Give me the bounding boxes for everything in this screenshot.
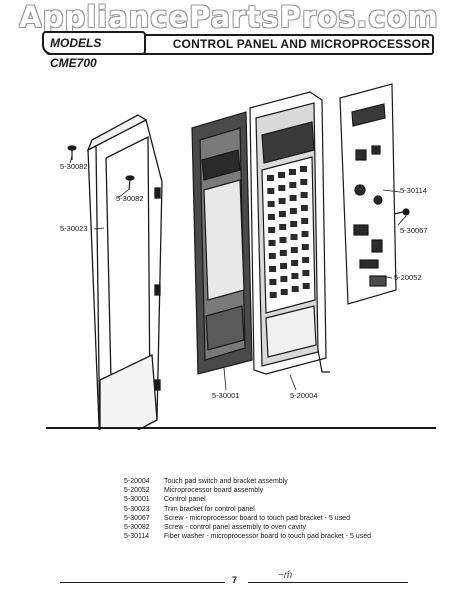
legend-row: 5-30023 Trim bracket for control panel	[124, 505, 371, 514]
keypad-key	[279, 237, 287, 243]
keypad-key	[267, 175, 274, 181]
keypad-key	[300, 192, 308, 198]
keypad-key	[268, 253, 276, 259]
keypad-key	[302, 270, 310, 276]
legend-desc: Trim bracket for control panel	[164, 505, 255, 513]
keypad-key	[280, 276, 288, 282]
keypad-key	[289, 208, 297, 214]
trim-bracket	[86, 114, 163, 430]
keypad-key	[267, 188, 275, 194]
microprocessor-board	[339, 83, 397, 305]
board-screw-icon	[393, 208, 410, 216]
page-number: 7	[232, 575, 238, 585]
callout-5-20004: 5-20004	[290, 391, 318, 400]
keypad-key	[289, 182, 297, 188]
legend-row: 5-20052 Microprocessor board assembly	[124, 486, 371, 495]
keypad-key	[300, 179, 308, 185]
keypad-key	[289, 169, 296, 175]
touchpad-assembly	[249, 91, 330, 375]
keypad-grid	[267, 166, 310, 298]
callout-5-30023: 5-30023	[60, 224, 88, 233]
keypad-key	[301, 244, 309, 250]
control-panel	[191, 111, 253, 375]
signature: ~ḿ	[278, 570, 293, 581]
legend-part: 5-30023	[124, 505, 150, 513]
keypad-key	[300, 205, 308, 211]
keypad-key	[301, 231, 309, 237]
exploded-diagram	[67, 83, 410, 430]
keypad-key	[291, 260, 299, 266]
keypad-key	[269, 279, 277, 285]
keypad-key	[291, 286, 299, 292]
legend-desc: Control panel	[164, 496, 206, 504]
callout-5-30082-mid: 5-30082	[116, 194, 144, 203]
legend-desc: Screw - control panel assembly to oven c…	[164, 524, 307, 532]
legend-row: 5-20004 Touch pad switch and bracket asse…	[124, 477, 371, 486]
keypad-key	[269, 266, 277, 272]
legend-part: 5-30001	[124, 496, 150, 504]
keypad-key	[280, 289, 288, 295]
callout-5-20052: 5-20052	[394, 273, 422, 282]
callout-5-30067: 5-30067	[400, 226, 428, 235]
legend-part: 5-20052	[124, 487, 150, 495]
parts-legend: 5-20004 Touch pad switch and bracket asse…	[124, 477, 371, 541]
legend-row: 5-30082 Screw - control panel assembly to…	[124, 523, 371, 532]
keypad-key	[278, 185, 286, 191]
keypad-key	[268, 227, 276, 233]
leader-lines	[69, 155, 407, 391]
keypad-key	[278, 198, 286, 204]
keypad-key	[290, 221, 298, 227]
keypad-key	[278, 172, 285, 178]
keypad-key	[267, 201, 275, 207]
keypad-key	[267, 214, 275, 220]
keypad-key	[289, 195, 297, 201]
legend-part: 5-30082	[124, 524, 150, 532]
screw-top-icon	[67, 145, 77, 160]
watermark: AppliancePartsPros.com	[19, 0, 439, 34]
models-label: MODELS CME700	[42, 31, 146, 70]
section-title: CONTROL PANEL AND MICROPROCESSOR	[172, 37, 430, 51]
keypad-key	[279, 224, 287, 230]
footer-rule-left	[60, 582, 225, 583]
keypad-key	[290, 247, 298, 253]
screw-mid-icon	[125, 175, 135, 191]
keypad-key	[301, 218, 309, 224]
legend-desc: Touch pad switch and bracket assembly	[164, 478, 288, 485]
legend-row: 5-30067 Screw - microprocessor board to t…	[124, 514, 371, 523]
callout-5-30114: 5-30114	[400, 186, 427, 195]
legend-row: 5-30001 Control panel	[124, 495, 371, 504]
keypad-key	[302, 283, 310, 289]
keypad-key	[280, 263, 288, 269]
callout-5-30082-top: 5-30082	[60, 162, 88, 171]
keypad-key	[291, 273, 299, 279]
callout-5-30001: 5-30001	[212, 391, 240, 400]
keypad-key	[302, 257, 310, 263]
keypad-key	[269, 292, 277, 298]
legend-desc: Microprocessor board assembly	[164, 487, 264, 495]
legend-desc: Fiber washer - microprocessor board to t…	[164, 533, 371, 541]
keypad-key	[300, 166, 307, 172]
legend-row: 5-30114 Fiber washer - microprocessor boa…	[124, 532, 371, 541]
separator-rule	[46, 427, 436, 429]
footer-rule-right	[248, 582, 408, 583]
keypad-key	[279, 250, 287, 256]
keypad-key	[278, 211, 286, 217]
legend-part: 5-30067	[124, 514, 150, 522]
keypad-key	[268, 240, 276, 246]
legend-desc: Screw - microprocessor board to touch pa…	[164, 514, 350, 522]
keypad-key	[290, 234, 298, 240]
legend-part: 5-30114	[124, 533, 150, 541]
legend-part: 5-20004	[124, 478, 150, 485]
